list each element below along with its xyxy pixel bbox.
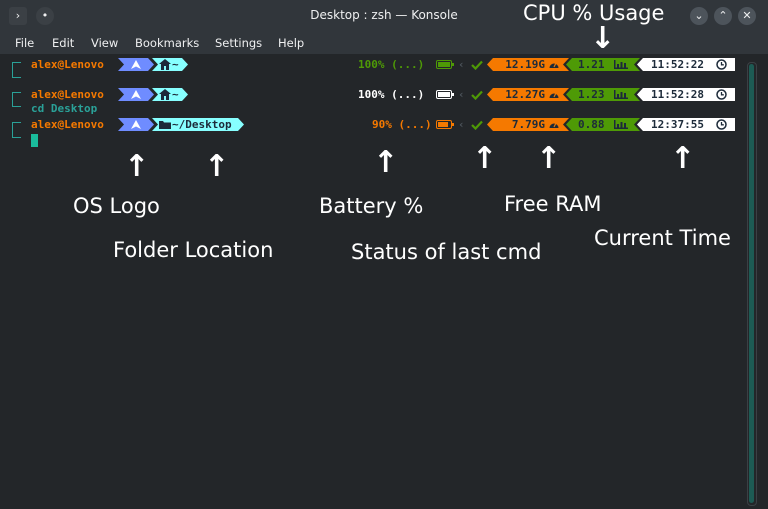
scrollbar-track[interactable] [747, 62, 757, 506]
pin-icon[interactable]: • [36, 7, 54, 25]
gauge-icon [549, 92, 559, 98]
ram-value: 12.27G [505, 88, 545, 101]
arrow-up-icon: ↑ [124, 149, 150, 184]
path-segment-bg [152, 118, 244, 131]
prompt-bracket [12, 122, 21, 133]
prompt-bracket [12, 100, 21, 107]
title-bar: › • Desktop : zsh — Konsole ⌄ ⌃ ✕ [0, 0, 768, 32]
cpu-value: 1.21 [578, 58, 605, 71]
gauge-icon [549, 122, 559, 128]
prompt-bracket [12, 62, 21, 73]
arrow-down-icon: ↓ [590, 21, 616, 56]
time-segment-bg [637, 118, 735, 131]
time-segment-bg [637, 88, 735, 101]
prompt-bracket [12, 92, 21, 101]
ram-segment-bg [487, 58, 569, 71]
bar-chart-icon [614, 60, 628, 69]
annotation-os-logo: OS Logo [73, 194, 160, 218]
annotation-folder-location: Folder Location [113, 238, 274, 262]
prompt-bracket [12, 131, 21, 138]
battery-text: 100% (...) [358, 58, 425, 71]
arrow-up-icon: ↑ [373, 145, 399, 180]
clock-icon [716, 119, 727, 130]
arrow-up-icon: ↑ [536, 141, 562, 176]
menu-file[interactable]: File [15, 36, 35, 50]
check-icon [471, 60, 483, 70]
prompt-user: alex@Lenovo [31, 118, 104, 131]
menu-bar: File Edit View Bookmarks Settings Help [0, 32, 768, 54]
minimize-icon[interactable]: ⌄ [690, 7, 708, 25]
cpu-value: 0.88 [578, 118, 605, 131]
battery-icon [436, 90, 454, 99]
prompt-path: ~ [172, 88, 179, 101]
check-icon [471, 120, 483, 130]
battery-text: 90% (...) [372, 118, 432, 131]
battery-text: 100% (...) [358, 88, 425, 101]
check-icon [471, 90, 483, 100]
window-title: Desktop : zsh — Konsole [310, 8, 458, 22]
bar-chart-icon [614, 120, 628, 129]
time-value: 11:52:28 [651, 88, 704, 101]
battery-icon [436, 60, 454, 69]
menu-settings[interactable]: Settings [215, 36, 263, 50]
time-value: 11:52:22 [651, 58, 704, 71]
battery-icon [436, 120, 454, 129]
annotation-battery: Battery % [319, 194, 424, 218]
arch-linux-icon-segment [118, 58, 154, 71]
annotation-cpu-usage: CPU % Usage [523, 1, 665, 25]
prompt-command: cd Desktop [31, 102, 98, 115]
home-icon [159, 59, 171, 70]
time-segment-bg [637, 58, 735, 71]
ram-value: 7.79G [511, 118, 545, 131]
clock-icon [716, 59, 727, 70]
menu-view[interactable]: View [91, 36, 119, 50]
prompt-path: ~/Desktop [172, 118, 232, 131]
prompt-user: alex@Lenovo [31, 58, 104, 71]
prompt-user: alex@Lenovo [31, 88, 104, 101]
gauge-icon [549, 62, 559, 68]
prompt-bracket [12, 71, 21, 78]
maximize-icon[interactable]: ⌃ [714, 7, 732, 25]
arch-linux-icon-segment [118, 88, 154, 101]
annotation-free-ram: Free RAM [504, 192, 602, 216]
ram-value: 12.19G [505, 58, 545, 71]
cpu-value: 1.23 [578, 88, 605, 101]
folder-icon [159, 121, 171, 129]
text-cursor [31, 134, 38, 147]
annotation-status: Status of last cmd [351, 240, 542, 264]
bar-chart-icon [614, 90, 628, 99]
segment-separator: ‹ [458, 118, 465, 131]
menu-bookmarks[interactable]: Bookmarks [135, 36, 200, 50]
annotation-current-time: Current Time [594, 226, 731, 250]
menu-help[interactable]: Help [278, 36, 305, 50]
arrow-up-icon: ↑ [472, 141, 498, 176]
ram-segment-bg [487, 88, 569, 101]
home-icon [159, 89, 171, 100]
terminal-menu-icon[interactable]: › [9, 7, 27, 25]
close-icon[interactable]: ✕ [738, 7, 756, 25]
arrow-up-icon: ↑ [670, 141, 696, 176]
arch-linux-icon-segment [118, 118, 154, 131]
time-value: 12:37:55 [651, 118, 704, 131]
menu-edit[interactable]: Edit [52, 36, 75, 50]
scrollbar-thumb[interactable] [749, 64, 754, 503]
ram-segment-bg [487, 118, 569, 131]
segment-separator: ‹ [458, 58, 465, 71]
segment-separator: ‹ [458, 88, 465, 101]
arrow-up-icon: ↑ [204, 149, 230, 184]
prompt-path: ~ [172, 58, 179, 71]
clock-icon [716, 89, 727, 100]
